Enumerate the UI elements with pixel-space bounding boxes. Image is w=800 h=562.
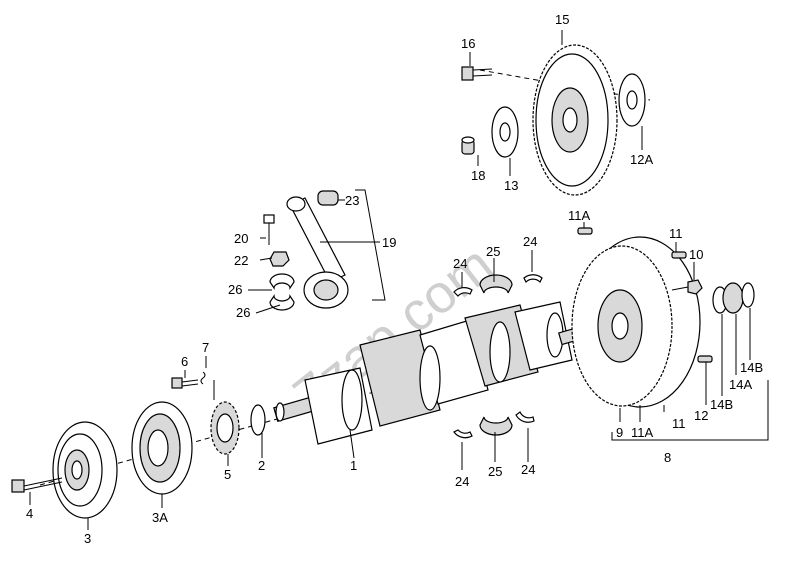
crankshaft-gear	[210, 401, 240, 455]
dowel-pin-top	[577, 227, 593, 235]
label-9: 9	[616, 425, 623, 440]
label-25-upper: 25	[486, 244, 500, 259]
thrust-half-ring-ll	[453, 429, 473, 439]
part-labels: 1 2 3 3A 4 5 6 7 8 9 10 11A 11 11 11A 12…	[26, 12, 763, 546]
label-6: 6	[181, 354, 188, 369]
label-11-bottom: 11	[672, 416, 686, 431]
label-18: 18	[471, 168, 485, 183]
label-3a: 3A	[152, 510, 168, 525]
pulley-bolt	[11, 477, 63, 493]
label-11a-bottom: 11A	[631, 425, 653, 440]
group-bracket-19	[355, 189, 386, 301]
label-8: 8	[664, 450, 671, 465]
label-24-lower-left: 24	[455, 474, 469, 489]
conrod-nut	[269, 251, 290, 267]
label-26-lower: 26	[236, 305, 250, 320]
label-24-lower-right: 24	[521, 462, 535, 477]
thrust-half-ring-ul	[453, 287, 473, 297]
drive-plate	[571, 236, 701, 408]
conrod-bearing-shell-lower	[269, 294, 295, 311]
label-15: 15	[555, 12, 569, 27]
thrust-washer	[250, 404, 266, 436]
label-24-upper-left: 24	[453, 256, 467, 271]
label-16: 16	[461, 36, 475, 51]
label-14b-upper: 14B	[740, 360, 763, 375]
label-24-upper-right: 24	[523, 234, 537, 249]
needle-bearing	[461, 136, 475, 155]
spacer-ring-set	[712, 282, 755, 314]
label-13: 13	[504, 178, 518, 193]
thrust-half-ring-ur	[523, 274, 543, 284]
flywheel-bolt	[461, 66, 493, 81]
label-11-top: 11	[669, 226, 683, 241]
label-11a-top: 11A	[568, 208, 590, 223]
pulley	[52, 421, 118, 519]
label-22: 22	[234, 253, 248, 268]
conrod-bearing-shell-upper	[269, 273, 295, 290]
main-bearing-shell-upper	[479, 274, 513, 294]
label-23: 23	[345, 193, 359, 208]
label-2: 2	[258, 458, 265, 473]
dowel-pin-right	[671, 251, 687, 259]
label-7: 7	[202, 340, 209, 355]
crankshaft	[273, 301, 584, 445]
vibration-damper	[131, 401, 193, 495]
label-12a: 12A	[630, 152, 653, 167]
label-1: 1	[350, 458, 357, 473]
label-14b-lower: 14B	[710, 397, 733, 412]
label-3: 3	[84, 531, 91, 546]
conrod-bushing	[317, 190, 339, 206]
thrust-half-ring-lr	[515, 411, 535, 423]
label-10: 10	[689, 247, 703, 262]
flywheel-axis	[479, 69, 651, 101]
drive-plate-bolt-head	[687, 279, 703, 295]
spring-pin	[200, 371, 206, 385]
spacer-plate	[491, 106, 519, 158]
label-20: 20	[234, 231, 248, 246]
label-12: 12	[694, 408, 708, 423]
pressure-plate	[618, 73, 646, 127]
label-14a: 14A	[729, 377, 752, 392]
gear-bolt	[171, 377, 199, 389]
flywheel	[532, 44, 618, 196]
label-19: 19	[382, 235, 396, 250]
dowel-pin-lower	[697, 355, 713, 363]
label-5: 5	[224, 467, 231, 482]
connecting-rod	[286, 196, 349, 309]
label-25-lower: 25	[488, 464, 502, 479]
main-bearing-shell-lower	[479, 416, 513, 436]
leader-lines	[29, 30, 769, 530]
label-4: 4	[26, 506, 33, 521]
conrod-bolt	[263, 214, 275, 245]
label-26-upper: 26	[228, 282, 242, 297]
